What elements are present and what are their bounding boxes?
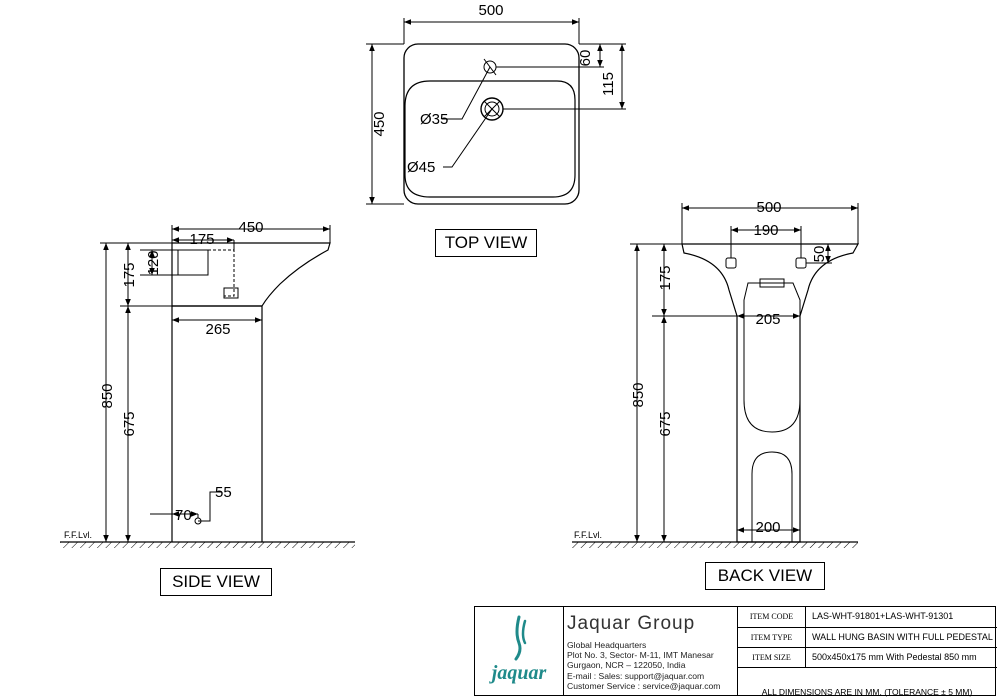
item-code-label: ITEM CODE: [738, 607, 806, 627]
jaquar-logo: jaquar: [475, 607, 564, 695]
back-view-dims: 500 190 50 175 205 850 675 200 F.F.Lvl.: [574, 199, 828, 540]
address-line: Global Headquarters: [567, 640, 647, 650]
side-view: [60, 225, 355, 548]
top-view-drain-inner: [484, 101, 500, 117]
dim-side-pedestal-height: 675: [121, 411, 138, 436]
dim-back-bracket-height: 50: [811, 246, 828, 263]
address-line: Customer Service : service@jaquar.com: [567, 680, 721, 691]
dimension-note: ALL DIMENSIONS ARE IN MM. (TOLERANCE ± 5…: [761, 687, 973, 697]
back-view-cutout: [751, 451, 793, 542]
dim-back-pedestal-top: 205: [755, 311, 780, 328]
jaquar-logo-icon: jaquar: [489, 615, 547, 684]
dim-back-bracket-spacing: 190: [753, 222, 778, 239]
dim-top-drain-offset: 115: [600, 72, 617, 96]
address-line: Plot No. 3, Sector- M-11, IMT Manesar: [567, 650, 714, 661]
dim-side-rim: 175: [121, 262, 138, 287]
address-line: Gurgaon, NCR – 122050, India: [567, 660, 686, 671]
dim-back-pedestal-height: 675: [657, 411, 674, 436]
note-row: [737, 667, 997, 695]
item-type-row: ITEM TYPE WALL HUNG BASIN WITH FULL PEDE…: [737, 627, 997, 647]
item-size-row: ITEM SIZE 500x450x175 mm With Pedestal 8…: [737, 647, 997, 667]
dim-side-pedestal-depth: 265: [205, 321, 230, 338]
back-view-recess: [743, 282, 801, 433]
dim-side-bowl: 175: [189, 231, 214, 248]
item-code-row: ITEM CODE LAS-WHT-91801+LAS-WHT-91301: [737, 607, 997, 627]
dim-side-overflow: 120: [145, 250, 162, 275]
top-view-dims: 500 450 60 115 Ø35 Ø45: [371, 2, 617, 176]
back-view: [572, 203, 860, 548]
top-view-basin-outline: [403, 43, 580, 205]
side-view-basin: [171, 242, 331, 307]
item-type-label: ITEM TYPE: [738, 628, 806, 647]
dim-side-waste-height: 55: [215, 484, 232, 501]
top-view-label: TOP VIEW: [435, 229, 537, 257]
dim-back-width: 500: [756, 199, 781, 216]
dim-back-total-height: 850: [630, 382, 647, 407]
side-view-label: SIDE VIEW: [160, 568, 272, 596]
dim-back-rim: 175: [657, 265, 674, 290]
top-view: [366, 18, 626, 205]
dim-back-pedestal-base: 200: [755, 519, 780, 536]
brand-wordmark: jaquar: [489, 662, 547, 684]
company-address: Global Headquarters Plot No. 3, Sector- …: [567, 640, 737, 691]
title-block: jaquar Jaquar Group Global Headquarters …: [474, 606, 997, 697]
dim-side-waste-offset: 70: [175, 507, 192, 524]
dim-top-width: 500: [478, 2, 503, 19]
company-name: Jaquar Group: [567, 613, 696, 634]
back-floor-label: F.F.Lvl.: [574, 530, 602, 540]
dim-tap-hole: Ø35: [420, 111, 448, 128]
item-size-value: 500x450x175 mm With Pedestal 850 mm: [812, 652, 977, 662]
top-view-bowl: [404, 80, 576, 198]
side-floor-label: F.F.Lvl.: [64, 530, 92, 540]
side-view-pedestal: [171, 306, 263, 542]
item-code-value: LAS-WHT-91801+LAS-WHT-91301: [812, 611, 954, 621]
side-view-dims: 450 175 120 175 265 850 675 55 70 F.F.Lv…: [64, 219, 264, 540]
dim-side-total-height: 850: [99, 383, 116, 408]
back-view-basin-and-pedestal: [681, 243, 860, 543]
item-type-value: WALL HUNG BASIN WITH FULL PEDESTAL: [812, 632, 993, 642]
dim-drain: Ø45: [407, 159, 435, 176]
item-size-label: ITEM SIZE: [738, 648, 806, 667]
dim-top-tap-offset: 60: [577, 50, 594, 67]
dim-top-depth: 450: [371, 111, 388, 136]
back-view-label: BACK VIEW: [705, 562, 825, 590]
address-line: E-mail : Sales: support@jaquar.com: [567, 670, 705, 681]
dim-side-depth: 450: [238, 219, 263, 236]
